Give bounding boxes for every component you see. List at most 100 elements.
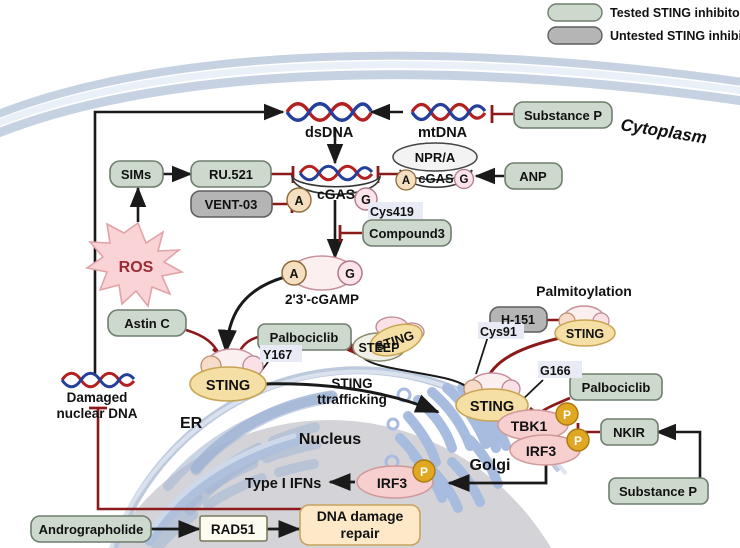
label-damaged-dna-line1: Damaged (67, 390, 128, 405)
phospho-group-irf3 (566, 428, 590, 452)
label-irf3-golgi: IRF3 (526, 443, 557, 459)
label-compound3: Compound3 (369, 226, 445, 241)
inhibitor-sims[interactable] (109, 160, 164, 188)
cgamp-molecule (281, 255, 363, 291)
legend-label-untested: Untested STING inhibitors (610, 29, 740, 43)
steep-sting-complex (352, 316, 425, 362)
inhibitor-compound3[interactable] (362, 219, 452, 247)
label-repair-line2: repair (341, 525, 380, 541)
label-irf3-nuclear: IRF3 (377, 475, 408, 491)
inhibitor-substance-p-top[interactable] (513, 101, 613, 129)
arrow-substanceP-to-nkir (655, 423, 702, 478)
legend-swatch-tested (547, 3, 603, 22)
label-sting-palm: STING (566, 327, 604, 341)
label-cys419: Cys419 (370, 205, 414, 219)
phospho-group-tbk1 (555, 402, 579, 426)
dna-damage-repair-box (299, 504, 421, 546)
label-sims: SIMs (121, 167, 151, 182)
arrow-damagedDNA-to-dsdna (93, 103, 285, 374)
inhibit-ru521-cgas (271, 166, 295, 183)
label-ros: ROS (119, 259, 154, 276)
label-ru521: RU.521 (209, 167, 253, 182)
label-damaged-dna-line2: nuclear DNA (56, 406, 137, 421)
inhibitor-palbociclib-2[interactable] (569, 373, 663, 401)
legend (547, 3, 603, 45)
inhibit-compound3-cgas (338, 225, 362, 242)
cell-membrane (0, 51, 740, 138)
label-sting-er: STING (206, 378, 250, 394)
label-g166: G166 (540, 364, 571, 378)
mtdna-helix (410, 102, 487, 122)
inhibitor-anp[interactable] (504, 162, 563, 190)
dsdna-helix (285, 102, 373, 122)
label-palmitoylation: Palmitoylation (536, 283, 632, 299)
inhibitor-astin-c[interactable] (107, 309, 187, 337)
label-anp: ANP (519, 169, 547, 184)
label-phospho-irf3-nuclear: P (420, 465, 428, 479)
label-nkir: NKIR (613, 425, 645, 440)
label-golgi: Golgi (470, 457, 511, 474)
label-cys91: Cys91 (480, 325, 517, 339)
inhibitor-nkir[interactable] (600, 418, 659, 446)
label-cytoplasm: Cytoplasm (619, 115, 708, 147)
inhibitor-andrographolide[interactable] (30, 515, 152, 543)
residue-chip-cys91 (478, 322, 524, 339)
label-sting-golgi: STING (470, 399, 514, 415)
label-rad51: RAD51 (211, 522, 256, 537)
label-adenine2: A (402, 175, 410, 187)
label-substance-p-top: Substance P (524, 108, 602, 123)
label-adenine: A (294, 194, 303, 208)
label-cgas2: cGAS (418, 171, 454, 186)
label-sting-trafficking-line1: STING (331, 376, 372, 391)
residue-chip-cys419 (368, 202, 423, 219)
inhibitor-ru521[interactable] (190, 160, 272, 188)
legend-swatch-untested (547, 26, 603, 45)
label-palbociclib-1: Palbociclib (270, 330, 339, 345)
residue-chip-g166 (538, 361, 582, 378)
label-nucleus: Nucleus (299, 431, 361, 448)
label-type-i-ifns: Type I IFNs (245, 476, 321, 492)
legend-label-tested: Tested STING inhibitors (610, 6, 740, 20)
label-phospho-irf3: P (574, 434, 582, 448)
ros-starburst (84, 221, 185, 308)
label-tbk1: TBK1 (511, 418, 548, 434)
label-repair-line1: DNA damage (317, 508, 404, 524)
sting-palmitoylated-complex (554, 305, 616, 347)
irf3-nuclear-molecule (356, 459, 436, 499)
inhibitor-palbociclib-1[interactable] (257, 323, 352, 351)
label-vent03: VENT-03 (205, 197, 258, 212)
label-h151: H-151 (501, 313, 535, 327)
label-cgas: cGAS (317, 186, 355, 202)
residue-chip-y167 (260, 345, 302, 362)
label-substance-p-bottom: Substance P (619, 484, 697, 499)
cgas-bound-dna-helix (298, 164, 374, 182)
nuclear-envelope (144, 433, 302, 546)
label-phospho-tbk1: P (563, 408, 571, 422)
inhibit-repair-damagedDNA (96, 408, 303, 511)
label-palbociclib-2: Palbociclib (582, 380, 651, 395)
label-cgamp-g: G (345, 267, 355, 281)
label-andrographolide: Andrographolide (39, 522, 144, 537)
inhibit-substanceP-mtdna (490, 105, 513, 123)
label-astin-c: Astin C (124, 316, 170, 331)
arrow-cgamp-to-sting (217, 275, 286, 354)
label-y167: Y167 (263, 348, 292, 362)
label-mtdna: mtDNA (418, 125, 468, 141)
inhibitor-vent03[interactable] (190, 190, 273, 218)
label-dsdna: dsDNA (305, 125, 354, 141)
label-guanine2: G (460, 174, 469, 186)
arrow-irf3-to-nucleus (447, 462, 548, 492)
label-guanine: G (361, 193, 371, 207)
cgas-npra-complex (392, 142, 478, 191)
rad51-box (199, 515, 268, 542)
label-cgamp-a: A (289, 267, 298, 281)
label-npra: NPR/A (415, 150, 456, 165)
arrow-sting-trafficking (257, 382, 440, 414)
link-steep-golgi (361, 355, 469, 389)
damaged-dna-helix (60, 371, 136, 389)
label-cgamp: 2'3'-cGAMP (285, 292, 359, 307)
inhibitor-substance-p-bottom[interactable] (608, 477, 709, 505)
label-er: ER (180, 415, 203, 432)
sting-er-complex (189, 348, 267, 402)
